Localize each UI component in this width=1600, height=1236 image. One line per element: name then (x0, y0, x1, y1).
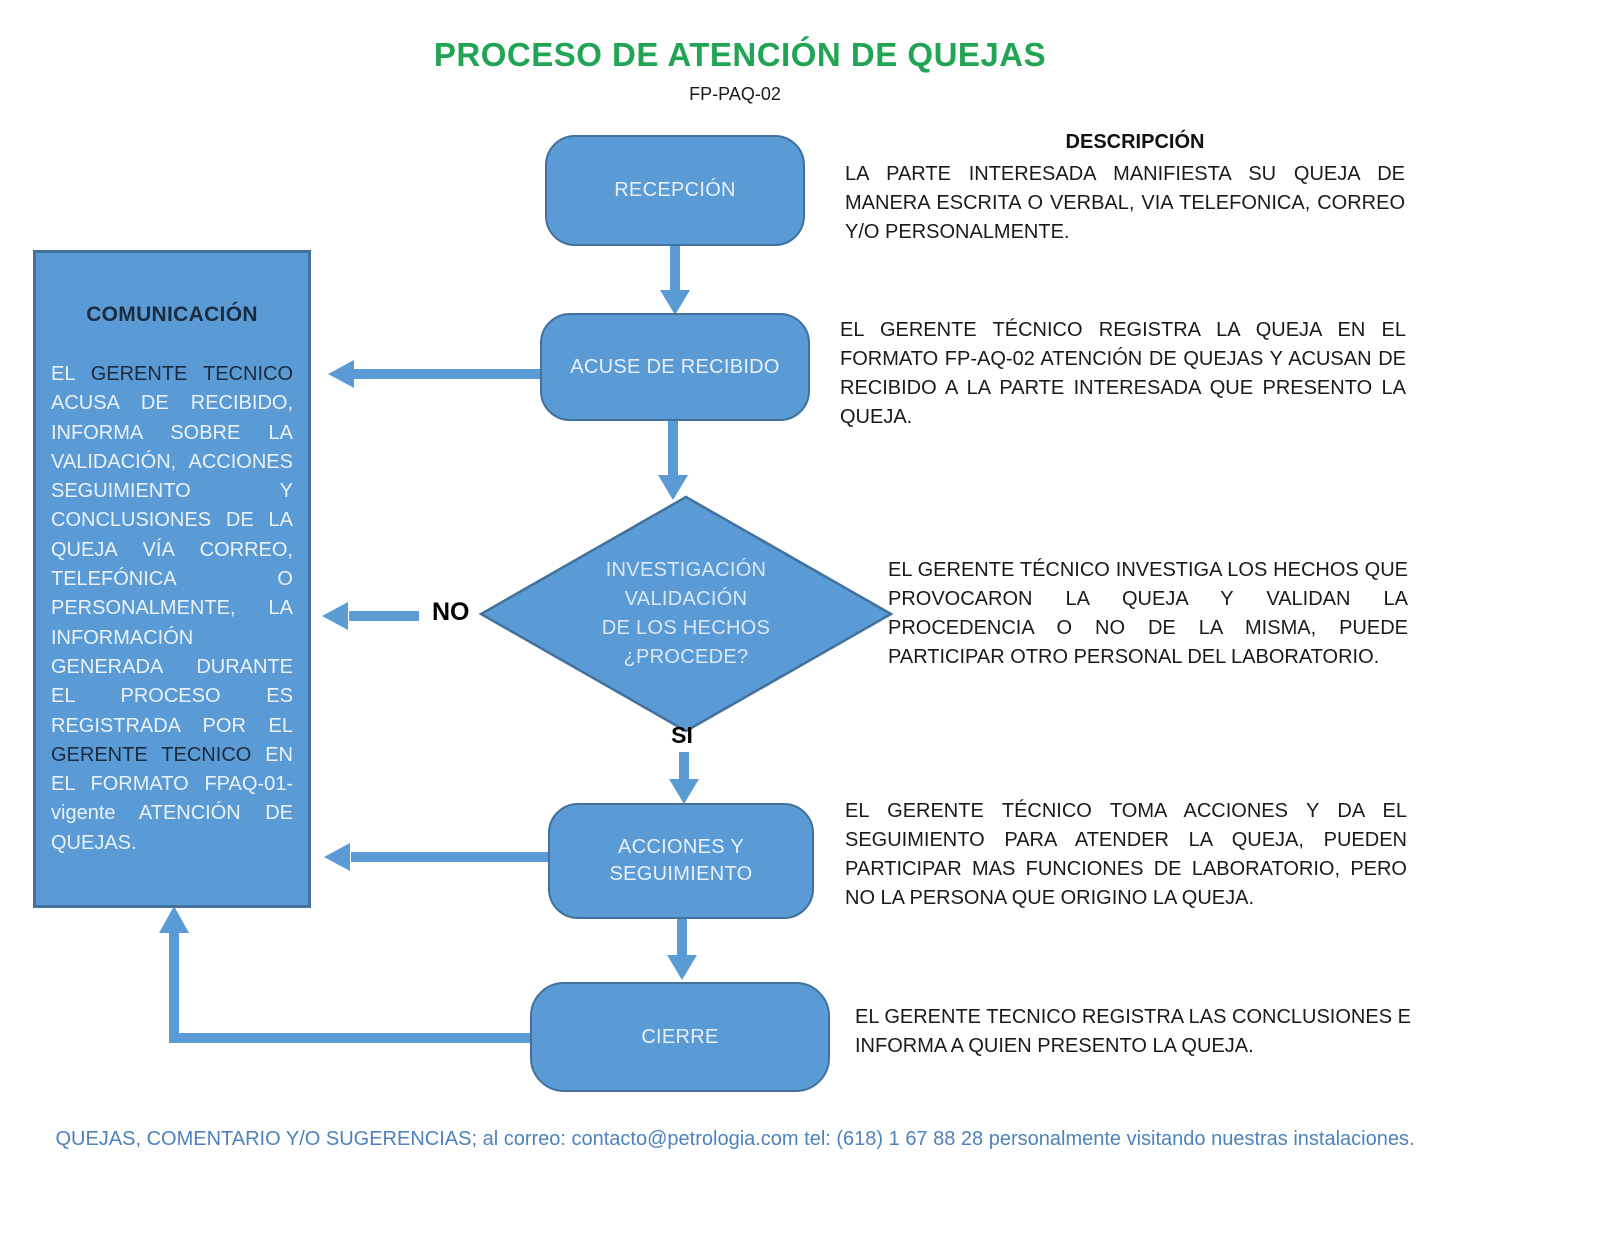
comunicacion-seg-3: ACUSA DE RECIBIDO, INFORMA SOBRE LA VALI… (51, 392, 293, 737)
description-acuse: EL GERENTE TÉCNICO REGISTRA LA QUEJA EN … (840, 319, 1406, 428)
decision-line-2: VALIDACIÓN (624, 588, 748, 610)
node-acciones-y-seguimiento: ACCIONES Y SEGUIMIENTO (548, 803, 814, 919)
node-cierre-label: CIERRE (641, 1025, 719, 1048)
arrow-no-to-comunicacion (322, 602, 419, 630)
comunicacion-body: EL GERENTE TECNICO ACUSA DE RECIBIDO, IN… (51, 360, 293, 858)
decision-line-4: ¿PROCEDE? (623, 646, 749, 668)
comunicacion-seg-1: EL (51, 363, 91, 385)
node-recepcion-label: RECEPCIÓN (614, 179, 736, 201)
arrow-si-to-acciones (669, 752, 699, 804)
node-acciones-line-1: ACCIONES Y (617, 836, 744, 858)
arrow-cierre-to-comunicacion (159, 906, 532, 1043)
comunicacion-seg-2: GERENTE TECNICO (90, 363, 293, 385)
description-recepcion: LA PARTE INTERESADA MANIFIESTA SU QUEJA … (845, 163, 1405, 243)
description-heading: DESCRIPCIÓN (1065, 131, 1205, 153)
node-acciones-label: ACCIONES Y SEGUIMIENTO (610, 834, 753, 888)
node-acciones-line-2: SEGUIMIENTO (609, 863, 753, 885)
comunicacion-box: COMUNICACIÓN EL GERENTE TECNICO ACUSA DE… (33, 250, 311, 908)
description-investigacion: EL GERENTE TÉCNICO INVESTIGA LOS HECHOS … (888, 559, 1408, 668)
description-cierre: EL GERENTE TECNICO REGISTRA LAS CONCLUSI… (855, 1006, 1411, 1057)
branch-label-no: NO (432, 598, 470, 626)
node-recepcion: RECEPCIÓN (545, 135, 805, 246)
branch-label-si: SI (671, 722, 693, 748)
comunicacion-seg-5: EN EL FORMATO FPAQ-01- vigente ATENCIÓN … (51, 743, 293, 854)
comunicacion-heading: COMUNICACIÓN (86, 303, 258, 326)
decision-diamond-label: INVESTIGACIÓN VALIDACIÓN DE LOS HECHOS ¿… (536, 556, 836, 672)
arrow-acuse-to-decision (658, 420, 688, 500)
footer-contact-line: QUEJAS, COMENTARIO Y/O SUGERENCIAS; al c… (55, 1128, 1415, 1150)
node-acuse-de-recibido: ACUSE DE RECIBIDO (540, 313, 810, 421)
page-title: PROCESO DE ATENCIÓN DE QUEJAS (433, 36, 1047, 73)
arrow-acuse-to-comunicacion (328, 360, 542, 388)
node-acuse-label: ACUSE DE RECIBIDO (570, 355, 780, 378)
decision-line-1: INVESTIGACIÓN (605, 559, 767, 581)
document-code: FP-PAQ-02 (689, 84, 781, 104)
decision-line-3: DE LOS HECHOS (601, 617, 771, 639)
arrow-recepcion-to-acuse (660, 246, 690, 315)
node-cierre: CIERRE (530, 982, 830, 1092)
description-acciones: EL GERENTE TÉCNICO TOMA ACCIONES Y DA EL… (845, 800, 1407, 909)
arrow-acciones-to-comunicacion (324, 843, 548, 871)
arrow-acciones-to-cierre (667, 918, 697, 980)
comunicacion-seg-4: GERENTE TECNICO (51, 743, 252, 766)
